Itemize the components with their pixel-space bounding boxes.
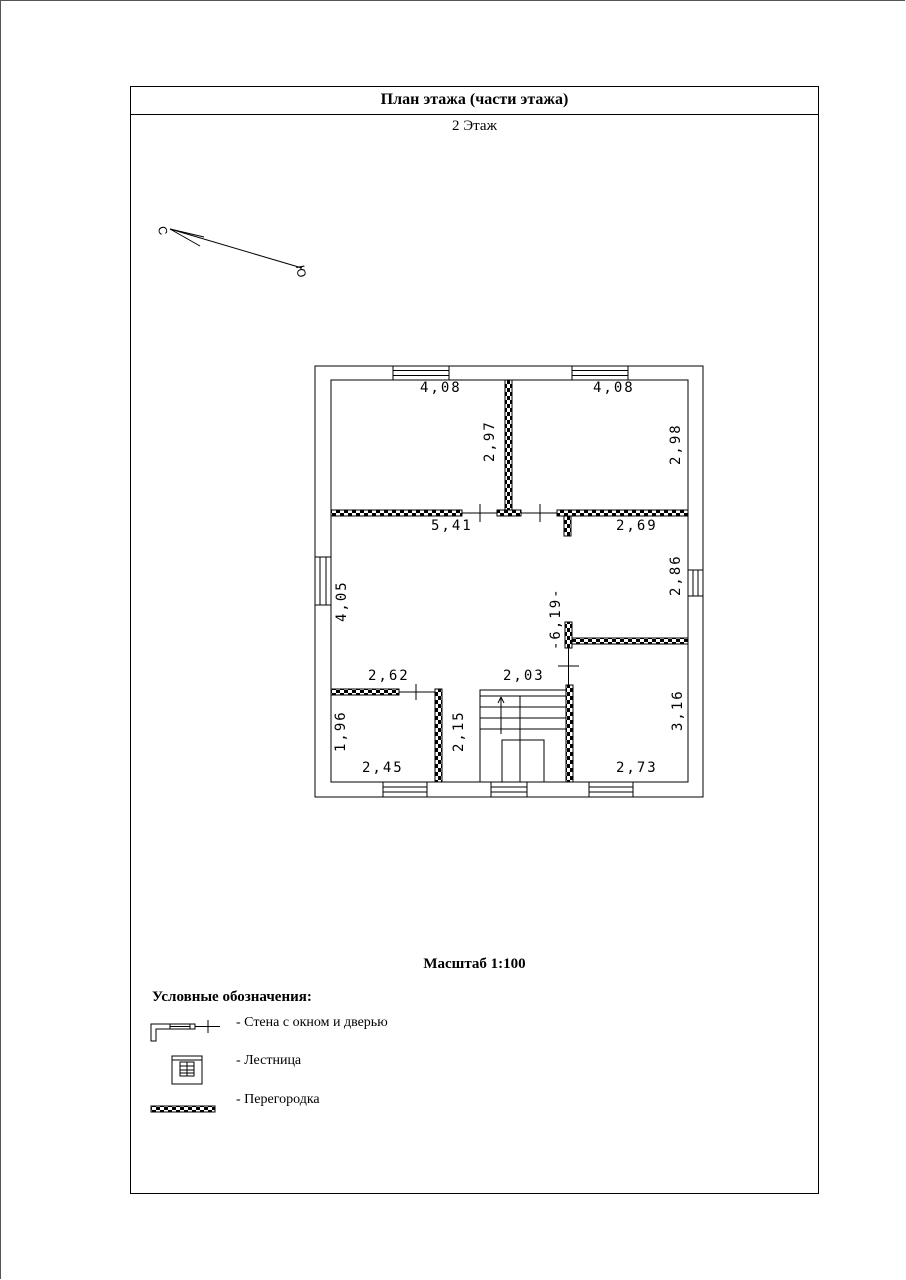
stair-icon [171,1055,203,1085]
dim-hall-middle-length: -6,19- [548,587,564,650]
windows [314,365,704,798]
dim-hall-right-height: 2,86 [668,554,684,596]
document-title: План этажа (части этажа) [130,86,819,115]
dim-top-right-room-height: 2,98 [668,423,684,465]
dim-bottom-left-bottom-width: 2,45 [362,760,404,776]
dim-hall-left-height: 4,05 [334,580,350,622]
legend-title: Условные обозначения: [152,989,312,1005]
floor-label: 2 Этаж [452,118,497,134]
dim-bottom-left-top-width: 2,62 [368,668,410,684]
dim-bottom-right-width: 2,73 [616,760,658,776]
door-marks [399,504,579,700]
dim-top-left-room-width: 4,08 [420,380,462,396]
staircase [479,689,567,783]
dim-corridor-height: 2,15 [451,710,467,752]
partitions [330,379,689,783]
wall-with-window-door-icon [150,1020,220,1042]
scale-label: Масштаб 1:100 [423,956,526,972]
dim-hall-right-top-width: 2,69 [616,518,658,534]
compass-arrow [169,228,303,269]
legend-label-stair: - Лестница [236,1053,302,1068]
dim-bottom-right-height: 3,16 [670,689,686,731]
compass-north-letter: С [155,225,170,236]
dim-hall-top-width: 5,41 [431,518,473,534]
dim-top-left-room-height: 2,97 [482,420,498,462]
drawing-frame [130,86,819,1194]
dim-top-right-room-width: 4,08 [593,380,635,396]
legend-label-partition: - Перегородка [236,1092,320,1107]
dim-stair-width: 2,03 [503,668,545,684]
dim-bottom-left-height: 1,96 [333,710,349,752]
legend-label-wall: - Стена с окном и дверью [236,1015,388,1030]
partition-icon [150,1105,216,1113]
compass-south-letter: Ю [293,264,309,278]
